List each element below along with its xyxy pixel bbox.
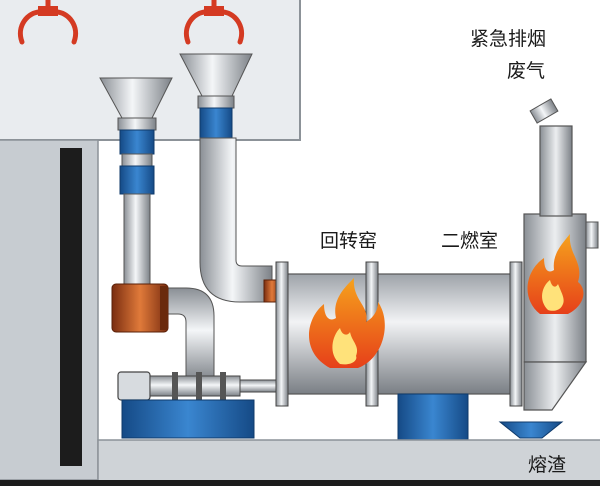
feed-pump-assembly bbox=[117, 371, 281, 401]
feed-pipe-left-vertical bbox=[123, 193, 151, 291]
secondary-chamber-cone bbox=[523, 361, 588, 411]
kiln-flame bbox=[309, 278, 385, 368]
molten-slag-label: 熔渣 bbox=[528, 454, 567, 476]
secondary-chamber-side bbox=[585, 221, 599, 249]
ground-platform bbox=[97, 439, 600, 485]
grab-crane-right bbox=[184, 0, 244, 45]
secondary-chamber-flame bbox=[527, 234, 584, 314]
rotary-kiln-label: 回转窑 bbox=[320, 230, 378, 252]
grab-crane-left bbox=[18, 0, 78, 45]
feed-hopper-left bbox=[99, 77, 173, 195]
copper-flange-coupling bbox=[111, 283, 169, 333]
emergency-exhaust-label: 紧急排烟 bbox=[470, 28, 547, 50]
slag-funnel bbox=[498, 421, 564, 439]
copper-flange-rim bbox=[160, 286, 168, 330]
waste-gas-label: 废气 bbox=[507, 60, 546, 82]
feed-pipe-right bbox=[199, 137, 273, 303]
exhaust-stack bbox=[539, 125, 573, 217]
pump-base bbox=[121, 399, 255, 439]
ground-line bbox=[0, 480, 600, 486]
emergency-vent-cap bbox=[529, 98, 559, 124]
kiln-support-block bbox=[397, 393, 469, 441]
kiln-rings bbox=[275, 261, 523, 407]
secondary-chamber-label: 二燃室 bbox=[441, 230, 499, 252]
feed-hopper-right bbox=[179, 53, 253, 139]
wall-dark-slot bbox=[60, 148, 82, 466]
left-building-wall bbox=[0, 139, 99, 481]
